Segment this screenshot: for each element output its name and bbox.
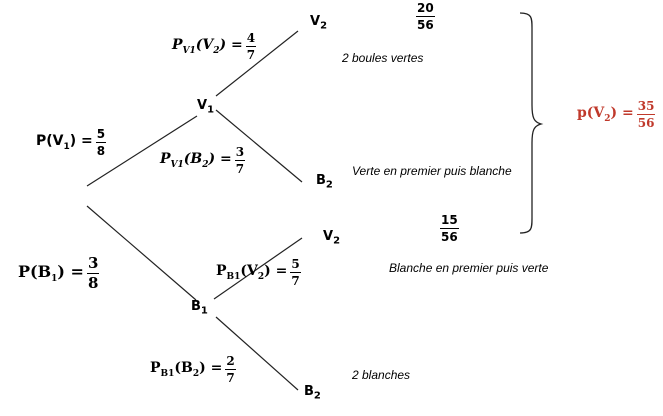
- node-b2-top: B2: [316, 173, 333, 191]
- node-b2-bottom: B2: [304, 384, 321, 402]
- node-v2-top: V2: [310, 14, 328, 32]
- branch-root-v1: [86, 115, 198, 187]
- branch-v1-v2: [215, 30, 299, 97]
- outcome-bb-text: 2 blanches: [352, 368, 411, 382]
- node-v1: V1: [197, 98, 215, 116]
- right-brace: [519, 12, 544, 234]
- branch-b1-v2: [213, 237, 303, 300]
- branch-root-b1: [86, 205, 197, 301]
- outcome-vv-text: 2 boules vertes: [342, 51, 424, 65]
- outcome-vb-text: Verte en premier puis blanche: [352, 164, 512, 178]
- outcome-bv-text: Blanche en premier puis verte: [389, 261, 549, 275]
- branch-b1-b2: [215, 316, 299, 391]
- node-b1: B1: [191, 299, 208, 317]
- branch-v1-b2: [215, 109, 303, 183]
- node-v2-bottom: V2: [323, 229, 341, 247]
